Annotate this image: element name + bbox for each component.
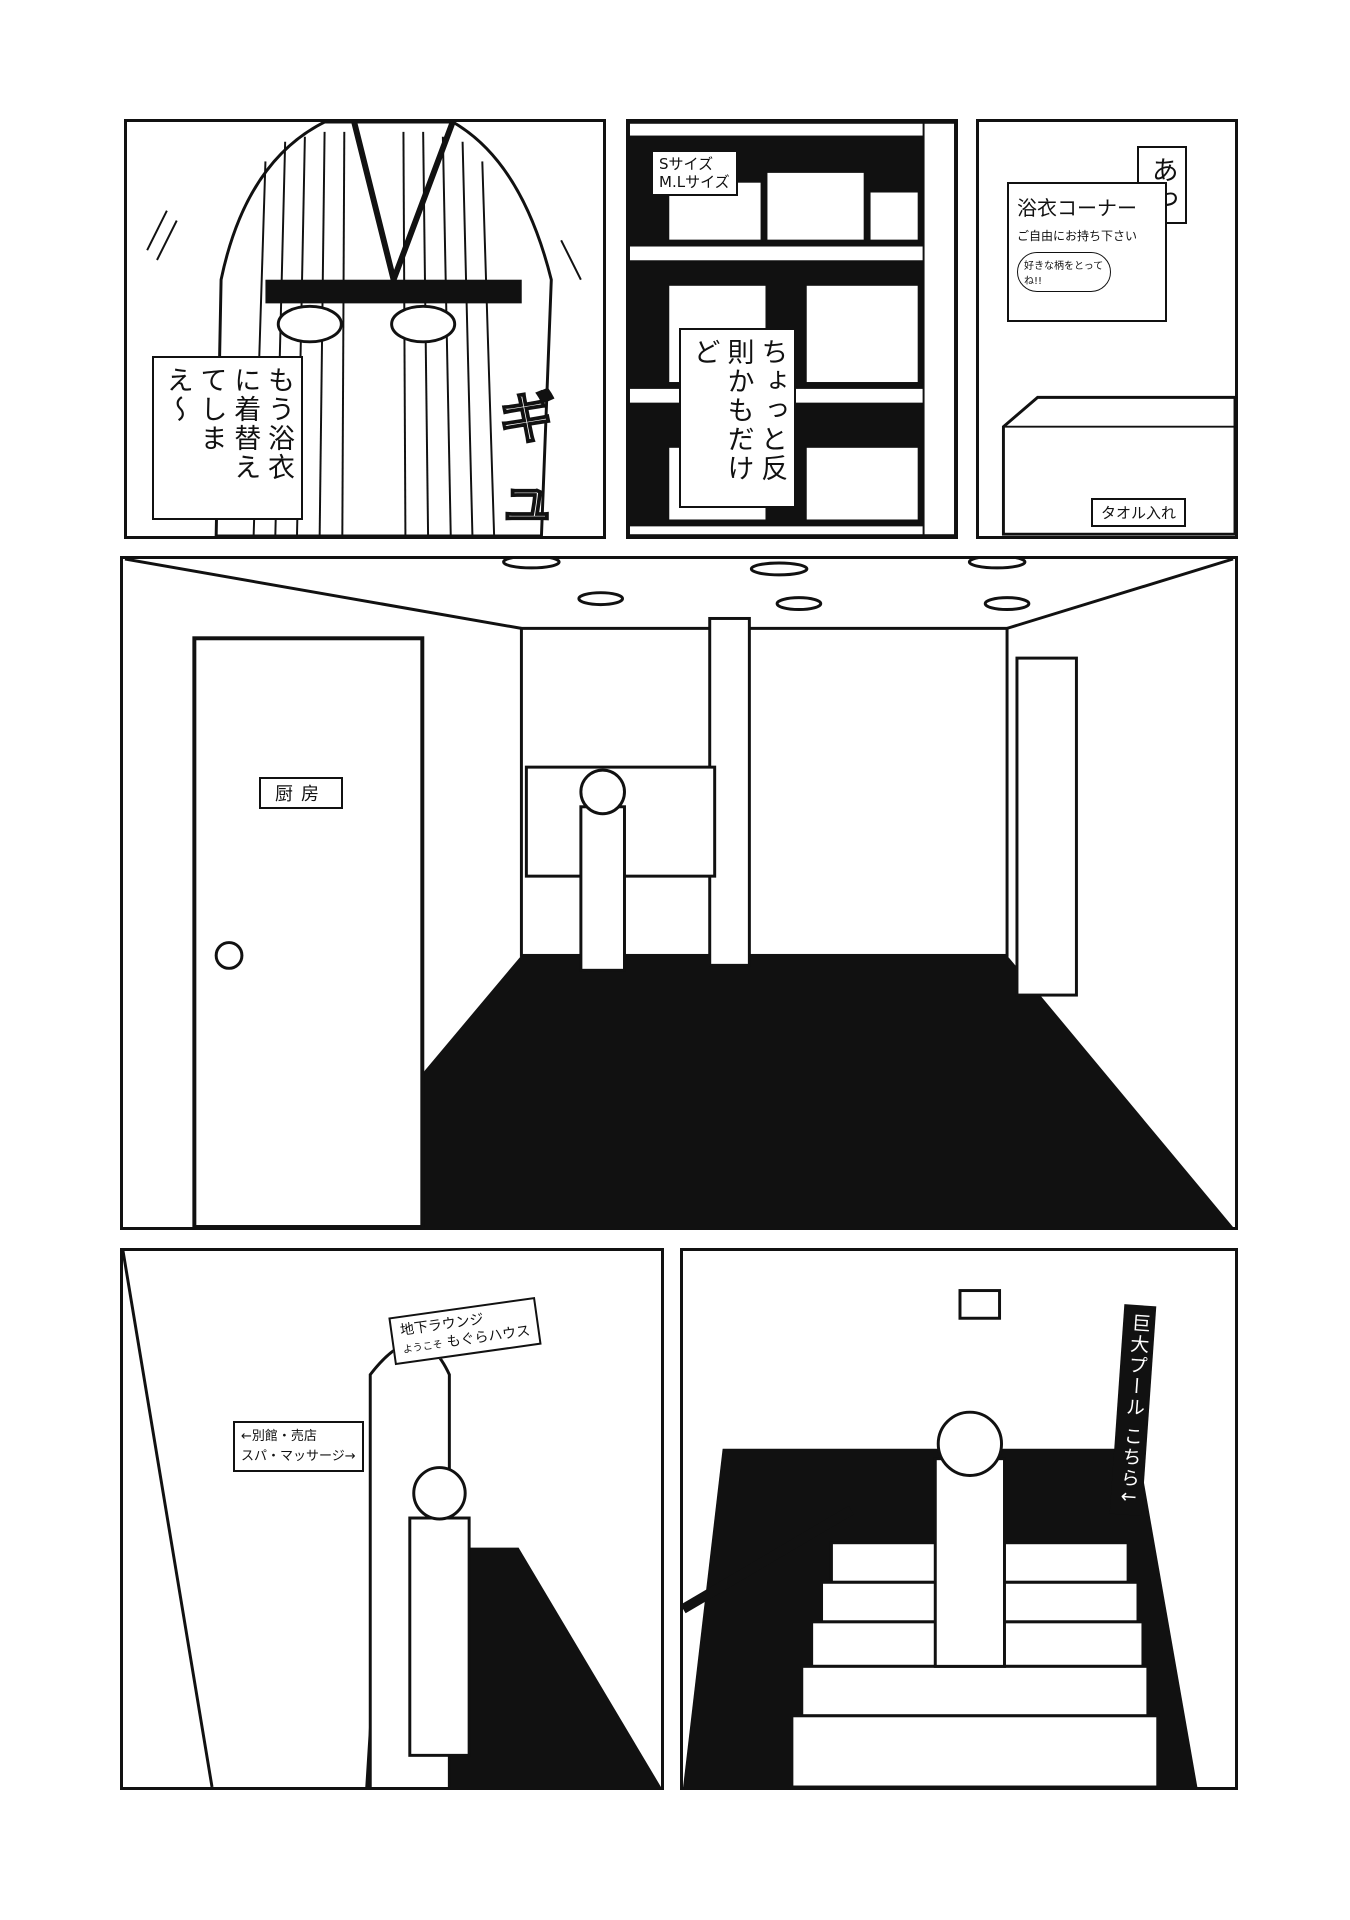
direction-annex-shop: ←別館・売店 — [241, 1429, 317, 1444]
kitchen-door-sign: 厨房 — [259, 777, 343, 809]
size-tag-s: Sサイズ — [659, 155, 714, 173]
yukata-corner-sign-title: 浴衣コーナー — [1017, 196, 1137, 220]
staircase-illustration — [683, 1289, 1198, 1787]
hallway-illustration — [124, 559, 1234, 1227]
pool-board-line2: こちら↓ — [1116, 1425, 1144, 1508]
panel-1: もう浴衣に着替えてしまえ〜 ギュ — [124, 119, 606, 539]
lounge-sign-welcome: ようこそ — [402, 1339, 444, 1356]
towel-box-label: タオル入れ — [1091, 498, 1187, 527]
panel-5: 地下ラウンジ ようこそ もぐらハウス ←別館・売店 スパ・マッサージ→ — [120, 1248, 664, 1790]
panel-3: あっ 浴衣コーナー ご自由にお持ち下さい 好きな柄をとってね!! タオル入れ — [976, 119, 1238, 539]
speech-bubble: 好きな柄をとってね!! — [1017, 252, 1111, 292]
direction-sign: ←別館・売店 スパ・マッサージ→ — [233, 1421, 364, 1472]
narration-box: ちょっと反則かもだけど — [679, 328, 797, 508]
direction-spa-massage: スパ・マッサージ→ — [241, 1448, 356, 1464]
panel-6: 巨大プール こちら↓ — [680, 1248, 1238, 1790]
yukata-corner-sign-line: ご自由にお持ち下さい — [1017, 229, 1138, 243]
yukata-corner-sign: 浴衣コーナー ご自由にお持ち下さい 好きな柄をとってね!! — [1007, 182, 1167, 322]
panel-2: Sサイズ M.Lサイズ ちょっと反則かもだけど — [626, 119, 958, 539]
size-tag-ml: M.Lサイズ — [659, 173, 730, 191]
panel-4: 厨房 — [120, 556, 1238, 1230]
narration-box: もう浴衣に着替えてしまえ〜 — [152, 356, 303, 520]
sound-effect: ギュ — [498, 386, 556, 534]
size-tag: Sサイズ M.Lサイズ — [651, 150, 738, 196]
pool-board-line1: 巨大プール — [1122, 1312, 1152, 1419]
